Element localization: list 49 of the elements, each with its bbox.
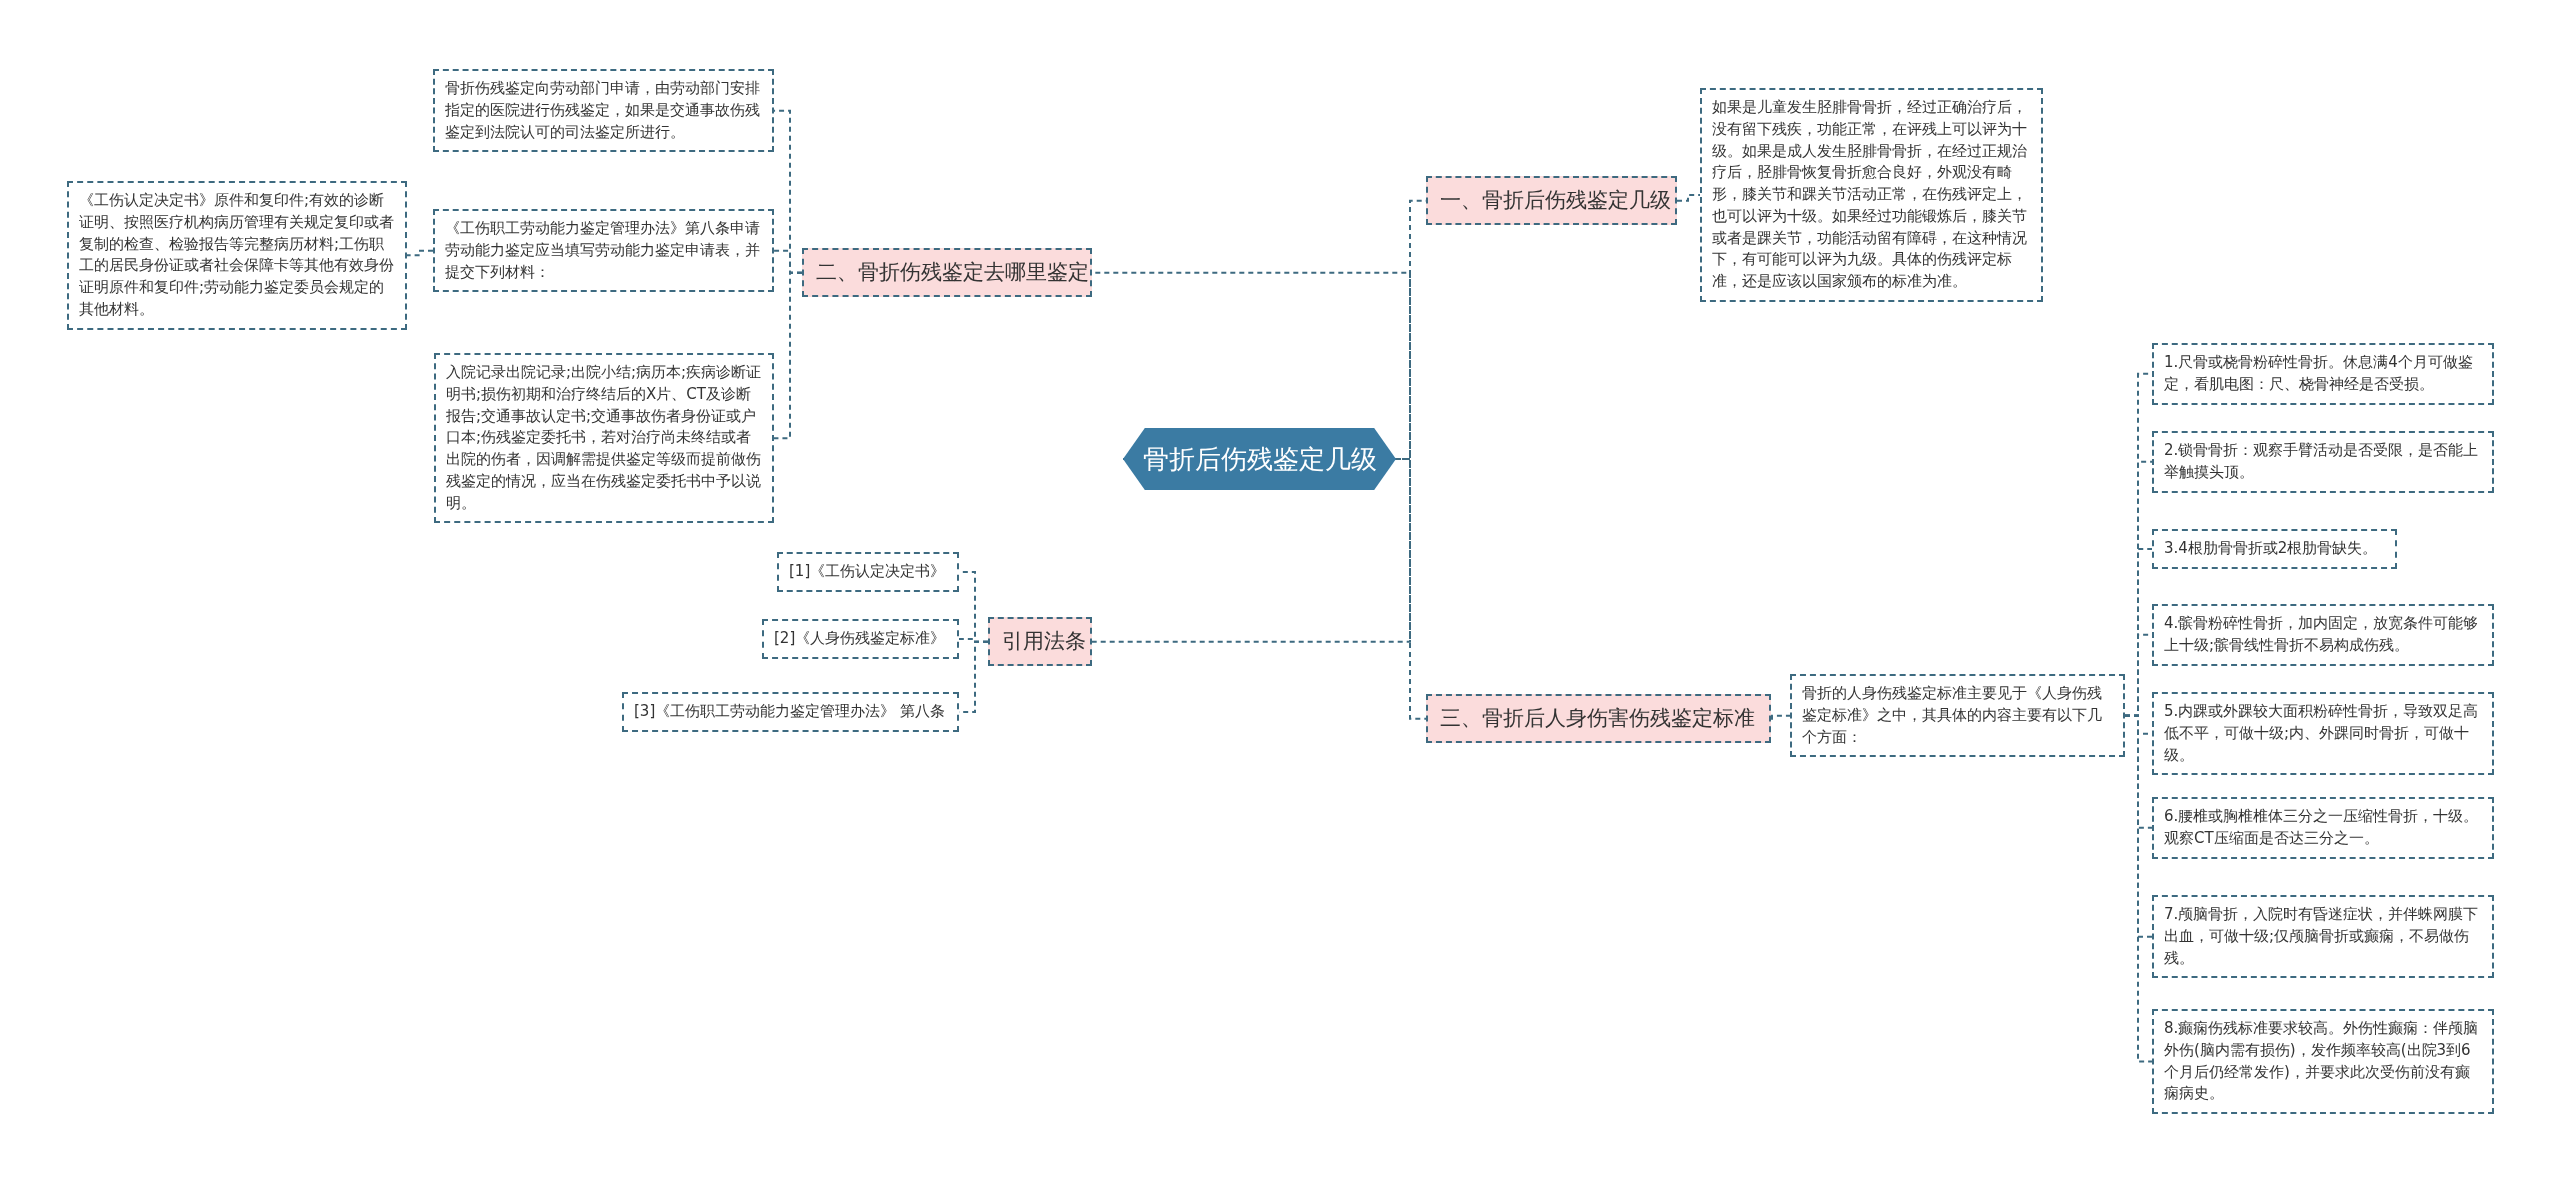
- note-box: [1700, 88, 2043, 302]
- note-text: 5.内踝或外踝较大面积粉碎性骨折，导致双足高低不平，可做十级;内、外踝同时骨折，可做十级。: [2164, 702, 2479, 764]
- note-box: [2152, 797, 2494, 859]
- note-box: [2152, 343, 2494, 405]
- connector-line: [1676, 193, 1701, 202]
- note-text: [3]《工伤职工劳动能力鉴定管理办法》 第八条: [634, 702, 945, 720]
- note-text: 3.4根肋骨骨折或2根肋骨缺失。: [2164, 539, 2378, 557]
- note-box: [2152, 431, 2494, 493]
- note-box: [2152, 895, 2494, 979]
- note-text: 8.癫痫伤残标准要求较高。外伤性癫痫：伴颅脑外伤(脑内需有损伤)，发作频率较高(出院3到6个月后仍经常发作)，并要求此次受伤前没有癫痫病史。: [2164, 1019, 2479, 1103]
- topic-box: [988, 617, 1092, 667]
- note-box: [2152, 604, 2494, 666]
- topic-text: 二、骨折伤残鉴定去哪里鉴定: [816, 260, 1089, 284]
- topic-box: [802, 248, 1092, 298]
- note-box: [777, 552, 959, 592]
- note-box: [2152, 529, 2397, 569]
- connector-line: [1770, 714, 1791, 720]
- note-text: 6.腰椎或胸椎椎体三分之一压缩性骨折，十级。观察CT压缩面是否达三分之一。: [2164, 807, 2479, 847]
- connector-line: [406, 249, 434, 257]
- note-text: 4.髌骨粉碎性骨折，加内固定，放宽条件可能够上十级;髌骨线性骨折不易构成伤残。: [2164, 614, 2479, 654]
- note-box: [622, 692, 959, 732]
- note-text: 骨折的人身伤残鉴定标准主要见于《人身伤残鉴定标准》之中，其具体的内容主要有以下几个方面：: [1802, 684, 2102, 746]
- note-text: 骨折伤残鉴定向劳动部门申请，由劳动部门安排指定的医院进行伤残鉴定，如果是交通事故伤残鉴定到法院认可的司法鉴定所进行。: [445, 79, 760, 141]
- note-text: 7.颅脑骨折，入院时有昏迷症状，并伴蛛网膜下出血，可做十级;仅颅脑骨折或癫痫，不易做伤残。: [2164, 905, 2479, 967]
- topic-text: 三、骨折后人身伤害伤残鉴定标准: [1440, 706, 1755, 730]
- topic-box: [1426, 176, 1677, 226]
- note-text: 1.尺骨或桡骨粉碎性骨折。休息满4个月可做鉴定，看肌电图：尺、桡骨神经是否受损。: [2164, 353, 2473, 393]
- connector-line: [773, 271, 803, 440]
- note-text: 《工伤认定决定书》原件和复印件;有效的诊断证明、按照医疗机构病历管理有关规定复印或者复制的检查、检验报告等完整病历材料;工伤职工的居民身份证或者社会保障卡等其他有效身份证明原件和复印件;劳动能力鉴定委员会规定的其他材料。: [79, 191, 394, 318]
- note-box: [433, 209, 774, 293]
- note-box: [2152, 1009, 2494, 1114]
- connector-line: [1395, 458, 1427, 720]
- connector-line: [2124, 714, 2153, 1063]
- topic-text: 引用法条: [1002, 629, 1086, 653]
- note-text: 入院记录出院记录;出院小结;病历本;疾病诊断证明书;损伤初期和治疗终结后的X片、CT及诊断报告;交通事故认定书;交通事故伤者身份证或户口本;伤残鉴定委托书，若对治疗尚未终结或者出院的伤者，因调解需提供鉴定等级而提前做伤残鉴定的情况，应当在伤残鉴定委托书中予以说明。: [446, 363, 762, 512]
- note-box: [67, 181, 407, 330]
- note-text: 2.锁骨骨折：观察手臂活动是否受限，是否能上举触摸头顶。: [2164, 441, 2479, 481]
- note-box: [762, 619, 959, 659]
- topic-text: 一、骨折后伤残鉴定几级: [1440, 188, 1671, 212]
- note-text: 《工伤职工劳动能力鉴定管理办法》第八条申请劳动能力鉴定应当填写劳动能力鉴定申请表，并提交下列材料：: [445, 219, 760, 281]
- note-text: [2]《人身伤残鉴定标准》: [774, 629, 946, 647]
- note-text: 如果是儿童发生胫腓骨骨折，经过正确治疗后，没有留下残疾，功能正常，在评残上可以评为十级。如果是成人发生胫腓骨骨折，在经过正规治疗后，胫腓骨恢复骨折愈合良好，外观没有畸形，膝关节和踝关节活动正常，在伤残评定上，也可以评为十级。如果经过功能锻炼后，膝关节或者是踝关节，功能活动留有障碍，在这种情况下，有可能可以评为九级。具体的伤残评定标准，还是应该以国家颁布的标准为准。: [1712, 98, 2027, 290]
- note-text: [1]《工伤认定决定书》: [789, 562, 946, 580]
- note-box: [434, 353, 774, 524]
- note-box: [433, 69, 774, 153]
- note-box: [2152, 692, 2494, 776]
- central-topic-text: 骨折后伤残鉴定几级: [1142, 442, 1377, 476]
- topic-box: [1426, 694, 1771, 744]
- note-box: [1790, 674, 2125, 758]
